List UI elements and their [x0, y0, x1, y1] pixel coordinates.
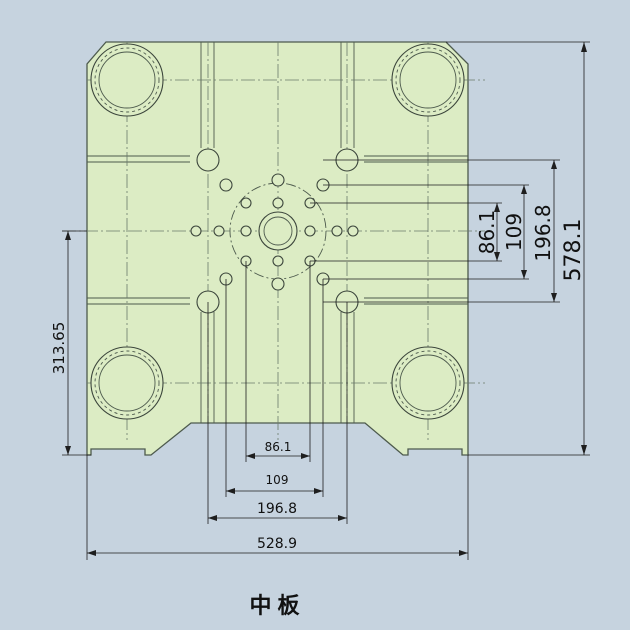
drawing-caption: 中板: [249, 594, 306, 619]
tie-bar-hole-top-left: [90, 43, 164, 117]
dim-bottom-w2-label: 109: [266, 473, 289, 487]
dim-bottom-w3-label: 196.8: [257, 501, 297, 517]
dim-inner-h3-label: 196.8: [531, 204, 555, 261]
dim-inner-h1-label: 86.1: [475, 210, 499, 255]
dim-overall-width: 528.9: [86, 455, 469, 560]
tie-bar-hole-bottom-right: [391, 346, 465, 420]
dim-bottom-w3: 196.8: [207, 302, 348, 524]
dim-overall-width-label: 528.9: [257, 536, 297, 552]
dim-inner-h2-label: 109: [502, 213, 526, 251]
dim-inner-h1: 86.1: [310, 202, 502, 262]
dim-bottom-w1: 86.1: [245, 261, 311, 462]
dim-left-height-label: 313.65: [50, 322, 68, 375]
dim-left-height: 313.65: [50, 230, 91, 456]
dim-overall-height-label: 578.1: [561, 219, 586, 282]
dim-bottom-w2: 109: [225, 279, 324, 497]
dim-overall-height: 578.1: [446, 41, 590, 456]
dim-bottom-w1-label: 86.1: [265, 440, 292, 454]
tie-bar-hole-bottom-left: [90, 346, 164, 420]
tie-bar-hole-top-right: [391, 43, 465, 117]
dim-inner-h3: 196.8: [323, 159, 560, 303]
dim-inner-h2: 109: [323, 184, 529, 280]
t-slot-lines: [87, 42, 468, 423]
